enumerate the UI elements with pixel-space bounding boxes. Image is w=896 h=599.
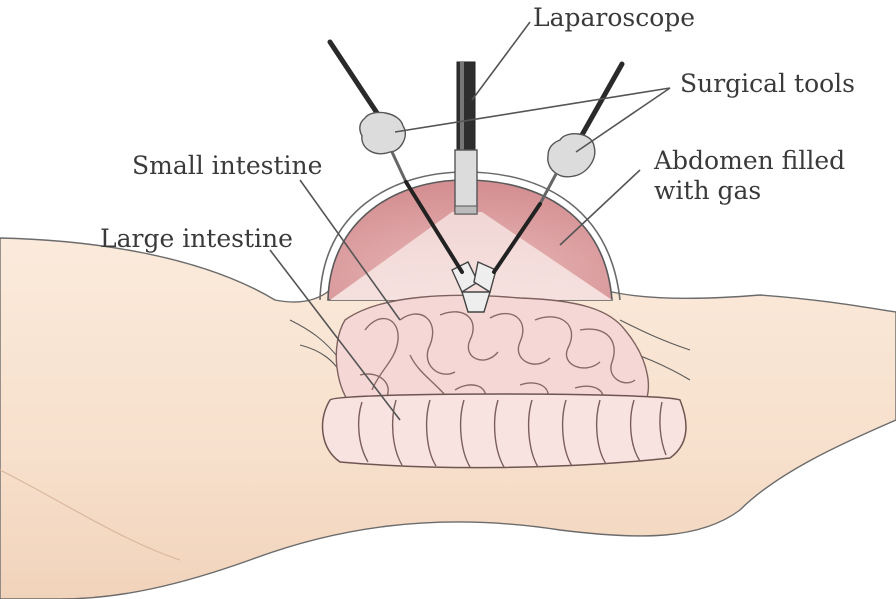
small-intestine	[335, 294, 650, 411]
label-small-intestine: Small intestine	[132, 151, 323, 180]
label-laparoscope: Laparoscope	[533, 3, 696, 32]
surgical-tool-right	[492, 61, 625, 274]
label-surgical-tools: Surgical tools	[680, 69, 855, 98]
light-beam	[330, 212, 612, 300]
label-abdomen-line2: with gas	[654, 176, 762, 205]
large-intestine	[321, 393, 687, 469]
label-large-intestine: Large intestine	[100, 224, 293, 253]
leader-lines	[269, 21, 671, 421]
label-abdomen-line1: Abdomen filled	[654, 146, 846, 175]
surgical-tool-left	[327, 39, 464, 274]
laparoscope	[454, 61, 478, 215]
body-contour-lower	[0, 469, 181, 561]
